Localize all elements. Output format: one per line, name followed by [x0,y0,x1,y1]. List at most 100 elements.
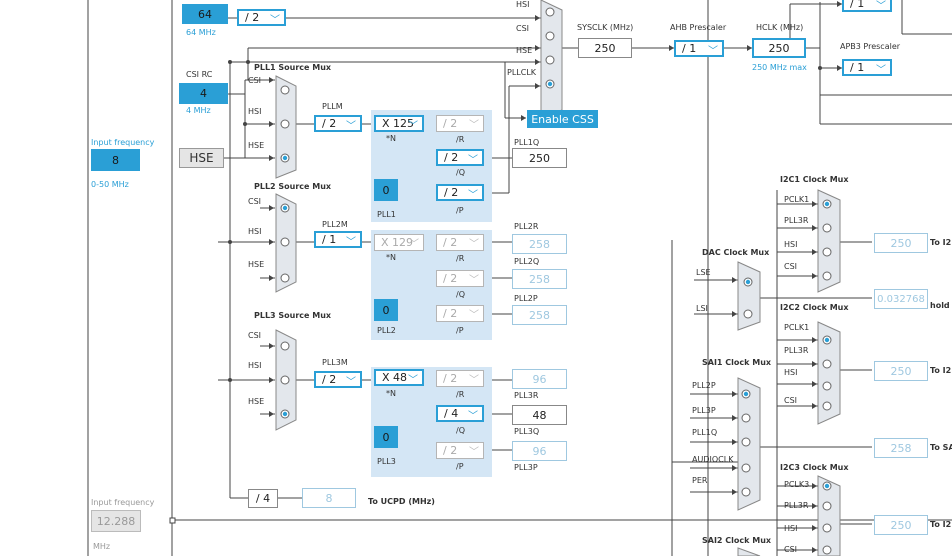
chevron-down-icon: ﹀ [468,411,478,422]
chevron-down-icon: ﹀ [409,239,419,250]
chevron-down-icon: ﹀ [408,375,418,386]
sysclk-output: 250 [578,38,632,58]
chevron-down-icon: ﹀ [469,447,479,458]
ext-input-frequency[interactable]: 12.288 [91,510,141,532]
ahb-prescaler-title: AHB Prescaler [670,23,727,32]
hse-input-frequency[interactable]: 8 [91,149,140,171]
i2c1-mux-title: I2C1 Clock Mux [780,175,849,184]
ucpd-divider: / 4 [248,489,278,508]
pll2-src-hse: HSE [248,260,265,269]
sysmux-label-hsi: HSI [516,0,530,9]
pll3m-label: PLL3M [322,358,348,367]
pll3-name: PLL3 [377,457,396,466]
chevron-down-icon: ﹀ [469,120,479,131]
pll3p-out-label: PLL3P [514,463,538,472]
csi-rc-value[interactable]: 4 [179,83,228,104]
dac-output: 0.032768 [874,289,928,309]
pll2r-label: /R [456,254,465,263]
pll2-fracn[interactable]: 0 [374,299,398,321]
i2c2-output: 250 [874,361,928,381]
pll2p-select[interactable]: / 2﹀ [436,305,484,322]
chevron-down-icon: ﹀ [469,275,479,286]
pll2p-output: 258 [512,305,567,325]
pll3-mux-title: PLL3 Source Mux [254,311,332,320]
pll2-name: PLL2 [377,326,396,335]
csi-rc-unit: 4 MHz [186,106,211,115]
pll3-fracn[interactable]: 0 [374,426,398,448]
sai1-output: 258 [874,438,928,458]
i2c3-output: 250 [874,515,928,535]
chevron-down-icon: ﹀ [708,46,718,57]
pll3n-select[interactable]: X 48﹀ [374,369,424,386]
enable-css-button[interactable]: Enable CSS [527,110,598,128]
pll3r-select[interactable]: / 2﹀ [436,370,484,387]
pllq-select[interactable]: / 2﹀ [436,149,484,166]
ahb-prescaler-select[interactable]: / 1﹀ [674,40,724,57]
hclk-output[interactable]: 250 [752,38,806,58]
pll3m-select[interactable]: / 2﹀ [314,371,362,388]
pllr-label: /R [456,135,465,144]
pll2m-label: PLL2M [322,220,348,229]
chevron-down-icon: ﹀ [346,121,356,132]
i2c2-to: To I2 [930,366,952,375]
i2c3-src-hsi: HSI [784,524,798,533]
pll2q-out-label: PLL2Q [514,257,540,266]
chevron-down-icon: ﹀ [468,190,478,201]
i2c1-src-pclk1: PCLK1 [784,195,810,204]
pll3q-label: /Q [456,426,465,435]
apb-top-prescaler-select[interactable]: / 1﹀ [842,0,892,12]
i2c2-src-pclk1: PCLK1 [784,323,810,332]
csi-rc-title: CSI RC [186,70,213,79]
apb3-prescaler-select[interactable]: / 1﹀ [842,59,892,76]
sysclk-title: SYSCLK (MHz) [577,23,634,32]
i2c2-src-pll3r: PLL3R [784,346,809,355]
plln-select[interactable]: X 125﹀ [374,115,424,132]
sai1-src-pll1q: PLL1Q [692,428,718,437]
chevron-down-icon: ﹀ [346,237,356,248]
pll2-mux-title: PLL2 Source Mux [254,182,332,191]
hsi-unit: 64 MHz [186,28,216,37]
i2c3-mux-title: I2C3 Clock Mux [780,463,849,472]
sysmux-label-pllclk: PLLCLK [507,68,537,77]
pll3p-select[interactable]: / 2﹀ [436,442,484,459]
hclk-max: 250 MHz max [752,63,807,72]
pll2p-label: /P [456,326,464,335]
hsi-value[interactable]: 64 [182,4,228,24]
hse-block[interactable]: HSE [179,148,224,168]
sai1-src-pll2p: PLL2P [692,381,716,390]
pll1-src-hsi: HSI [248,107,262,116]
pll3q-select[interactable]: / 4﹀ [436,405,484,422]
i2c3-src-csi: CSI [784,545,798,554]
hsi-divider-select[interactable]: / 2﹀ [237,9,286,26]
pll3p-output: 96 [512,441,567,461]
sai1-src-audioclk: AUDIOCLK [692,455,734,464]
i2c3-src-pll3r: PLL3R [784,501,809,510]
ucpd-output: 8 [302,488,356,508]
pll2r-select[interactable]: / 2﹀ [436,234,484,251]
pll2m-select[interactable]: / 1﹀ [314,231,362,248]
i2c1-src-pll3r: PLL3R [784,216,809,225]
dac-to: hold [930,301,950,310]
chevron-down-icon: ﹀ [469,239,479,250]
pll3p-label: /P [456,462,464,471]
chevron-down-icon: ﹀ [469,375,479,386]
chevron-down-icon: ﹀ [876,1,886,12]
pll1-fracn[interactable]: 0 [374,179,398,201]
pll2n-select[interactable]: X 129﹀ [374,234,424,251]
i2c2-src-hsi: HSI [784,368,798,377]
pll2-src-csi: CSI [248,197,262,206]
pll2q-output: 258 [512,269,567,289]
i2c3-to: To I2 [930,520,952,529]
pll1q-label: PLL1Q [514,138,540,147]
sai1-mux-title: SAI1 Clock Mux [702,358,772,367]
chevron-down-icon: ﹀ [876,65,886,76]
pllm-select[interactable]: / 2﹀ [314,115,362,132]
pllp-select[interactable]: / 2﹀ [436,184,484,201]
pllr-select[interactable]: / 2﹀ [436,115,484,132]
pll2q-select[interactable]: / 2﹀ [436,270,484,287]
i2c1-src-hsi: HSI [784,240,798,249]
chevron-down-icon: ﹀ [469,310,479,321]
chevron-down-icon: ﹀ [408,121,418,132]
dac-src-lsi: LSI [696,304,708,313]
pll3r-out-label: PLL3R [514,391,539,400]
